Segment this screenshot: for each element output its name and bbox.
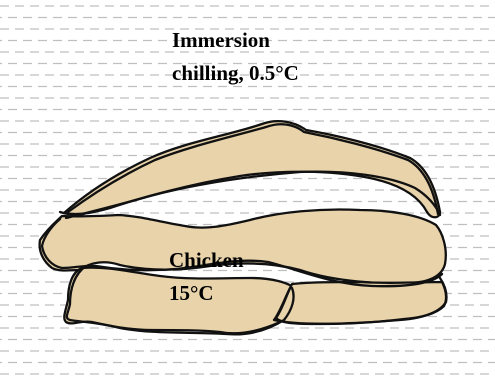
immersion-chilling-line-2: chilling, 0.5°C (172, 57, 299, 90)
chicken-temperature-label: Chicken 15°C (169, 244, 244, 310)
immersion-chilling-label: Immersion chilling, 0.5°C (172, 24, 299, 90)
immersion-chilling-line-1: Immersion (172, 24, 299, 57)
chicken-label-line-1: Chicken (169, 244, 244, 277)
chicken-label-line-2: 15°C (169, 277, 244, 310)
chicken-back-part (64, 121, 440, 217)
